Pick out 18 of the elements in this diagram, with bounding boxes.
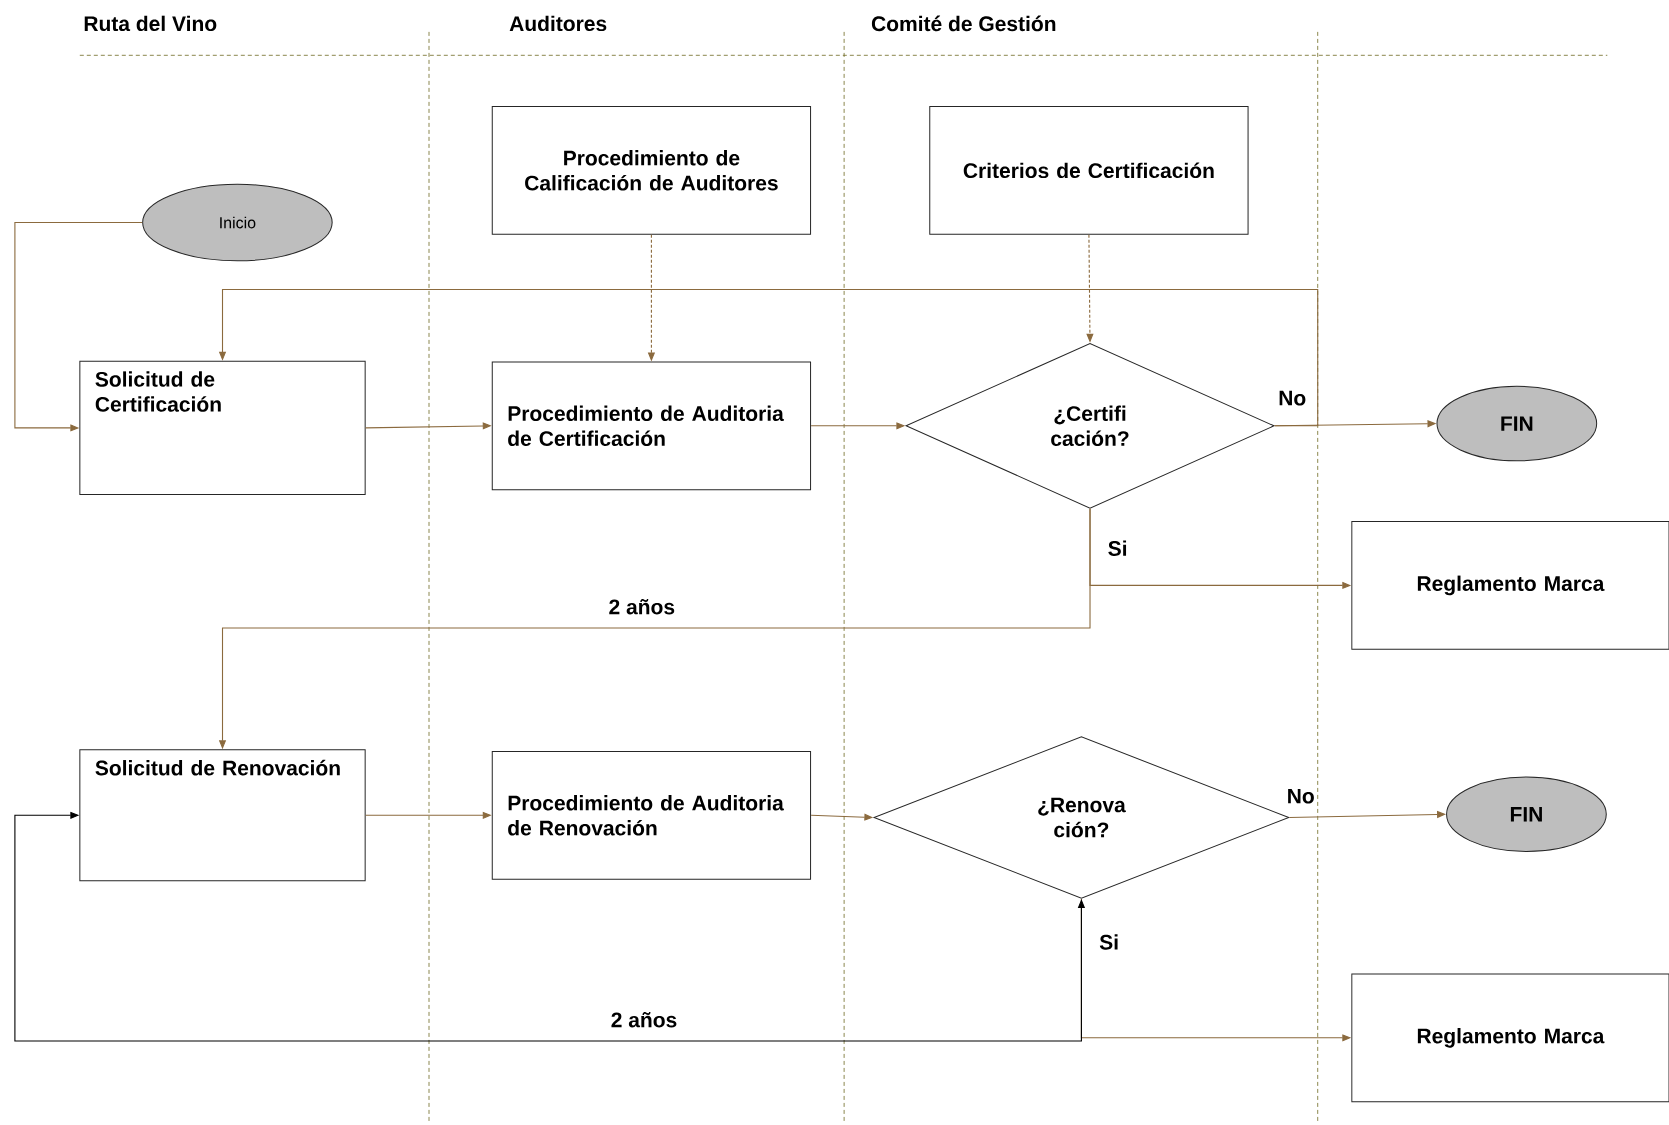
lane-heading: Auditores [509, 15, 607, 32]
process-box: Procedimiento de Auditoria de Certificación [491, 361, 812, 491]
arrow [1288, 810, 1446, 819]
process-box: Solicitud de Renovación [79, 749, 366, 882]
process-box: Criterios de Certificación [929, 105, 1249, 235]
process-box: Procedimiento de Auditoria de Renovación [491, 750, 812, 880]
process-box: Reglamento Marca [1351, 973, 1669, 1103]
lane-heading: Ruta del Vino [84, 15, 217, 32]
edge-label: Si [1098, 933, 1121, 951]
process-box: Procedimiento de Calificación de Auditores [491, 105, 812, 235]
edge-label: No [1277, 389, 1308, 407]
edge-label: 2 años [607, 598, 677, 616]
arrow [14, 221, 143, 432]
edge-label: 2 años [609, 1011, 679, 1029]
edge-label: Si [1106, 539, 1129, 557]
process-box: Reglamento Marca [1351, 521, 1669, 650]
lane-heading: Comité de Gestión [871, 15, 1056, 32]
process-box: Solicitud de Certificación [79, 360, 366, 495]
